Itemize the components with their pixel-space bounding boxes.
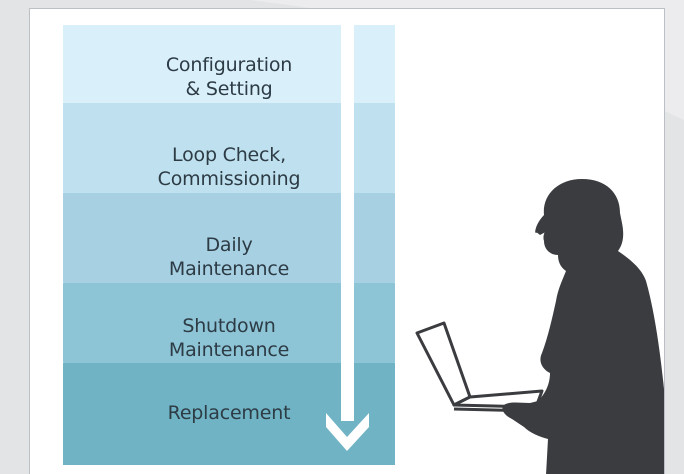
lifecycle-stages-diagram (62, 23, 664, 474)
stage-label-line1: Shutdown (182, 315, 276, 337)
stage-label-line2: & Setting (185, 78, 273, 100)
stage-label-line2: Maintenance (168, 258, 290, 280)
stage-daily-maintenance (63, 193, 395, 295)
stage-label-line1: Replacement (167, 402, 291, 424)
lifecycle-panel: Configuration & Setting Loop Check, Comm… (29, 8, 665, 474)
technician-with-laptop-icon (415, 179, 664, 474)
stage-commissioning (63, 103, 395, 205)
stage-replacement (63, 363, 395, 465)
stage-label-configuration: Configuration & Setting (64, 53, 394, 101)
stage-label-replacement: Replacement (64, 401, 394, 425)
stage-label-commissioning: Loop Check, Commissioning (64, 143, 394, 191)
stage-shutdown-maintenance (63, 283, 395, 375)
stage-label-daily-maintenance: Daily Maintenance (64, 233, 394, 281)
stage-label-line1: Loop Check, (172, 144, 286, 166)
stage-label-line2: Commissioning (157, 168, 301, 190)
stage-label-line2: Maintenance (168, 339, 290, 361)
stage-blocks (62, 25, 396, 465)
laptop-icon (415, 321, 544, 413)
down-arrow-icon (326, 23, 369, 451)
stage-label-line1: Daily (205, 234, 253, 256)
stage-label-shutdown-maintenance: Shutdown Maintenance (64, 314, 394, 362)
stage-label-line1: Configuration (165, 54, 293, 76)
stage-configuration (63, 25, 395, 115)
